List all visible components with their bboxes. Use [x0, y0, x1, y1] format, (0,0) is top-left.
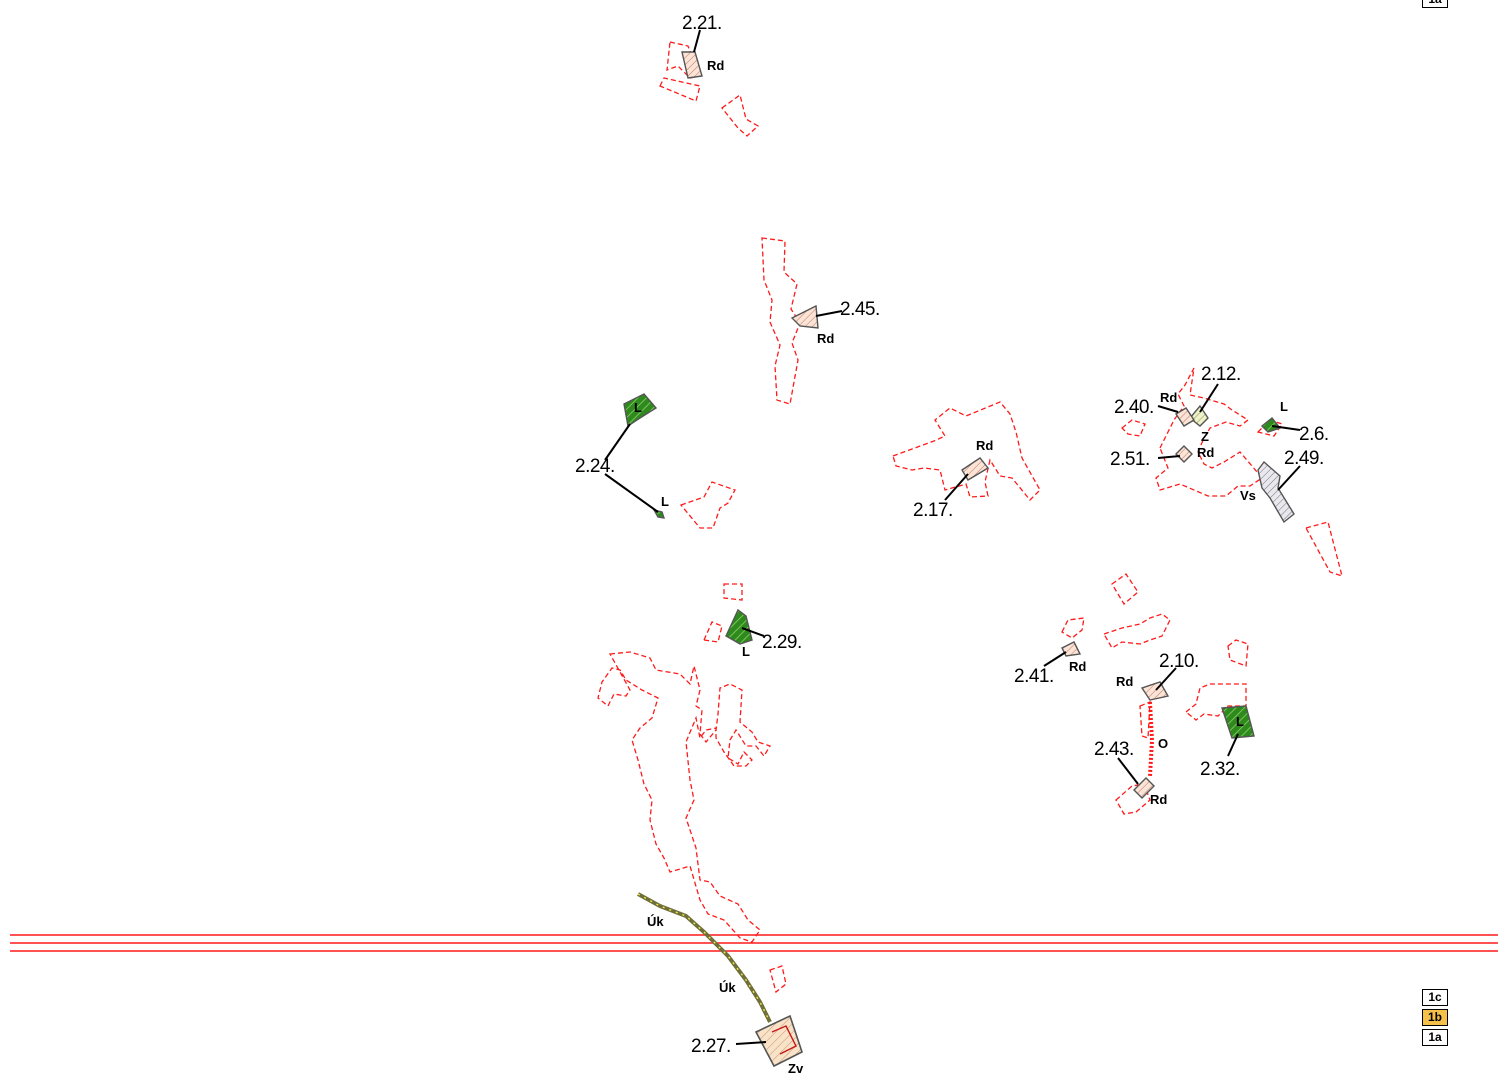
label-2-24: 2.24. [575, 456, 615, 477]
area-2-40 [1175, 407, 1195, 427]
label-2-12: 2.12. [1201, 364, 1241, 385]
area-2-21 [681, 51, 703, 79]
code-rd-2-21: Rd [707, 58, 724, 73]
label-2-10: 2.10. [1159, 651, 1199, 672]
boundary-2-17 [892, 401, 1041, 501]
boundary-2-12 [1155, 367, 1263, 497]
label-2-17: 2.17. [913, 500, 953, 521]
code-uk-a: Úk [647, 914, 664, 929]
boundary-2-24 [679, 481, 736, 529]
label-2-29: 2.29. [762, 632, 802, 653]
area-2-43 [1133, 777, 1155, 799]
area-2-32 [1221, 705, 1255, 739]
area-2-24 [623, 393, 658, 428]
label-2-40: 2.40. [1114, 397, 1154, 418]
area-numbers: 2.21. 2.45. 2.24. 2.17. 2.40. 2.12. 2.6.… [575, 13, 1329, 1057]
label-2-41: 2.41. [1014, 666, 1054, 687]
boundary-2-49-east [1305, 521, 1343, 577]
area-2-12 [1189, 404, 1209, 427]
sheet-1c-label: 1c [1428, 990, 1442, 1004]
linear-features [637, 701, 1155, 1023]
boundary-2-21-c [721, 93, 760, 137]
area-2-27-inner [771, 1025, 797, 1055]
code-z-2-12: Z [1201, 429, 1209, 444]
code-rd-2-41: Rd [1069, 659, 1086, 674]
code-o: O [1158, 736, 1168, 751]
boundary-2-41 [1061, 617, 1085, 639]
boundary-2-43 [1115, 783, 1151, 815]
boundary-2-29-b [703, 621, 723, 643]
label-2-6: 2.6. [1299, 424, 1329, 445]
label-2-45: 2.45. [840, 299, 880, 320]
boundary-2-21-b [659, 77, 701, 102]
label-2-51: 2.51. [1110, 449, 1150, 470]
area-2-51 [1175, 445, 1193, 463]
area-2-6 [1260, 417, 1282, 433]
leader-lines [604, 29, 1301, 1045]
boundary-east-a [1111, 573, 1139, 605]
boundary-2-29-a [723, 583, 743, 601]
boundary-2-45 [761, 237, 801, 405]
code-l-2-24-b: L [661, 494, 669, 509]
code-l-2-6: L [1280, 399, 1288, 414]
sheet-top-partial-label: 1a [1428, 0, 1441, 6]
boundary-2-27-town [597, 651, 771, 943]
label-2-43: 2.43. [1094, 739, 1134, 760]
code-l-2-29: L [742, 644, 750, 659]
area-2-45 [790, 304, 819, 329]
settlement-boundaries [597, 41, 1343, 994]
area-2-49 [1257, 460, 1295, 524]
code-rd-2-40: Rd [1160, 390, 1177, 405]
sheet-1a-button[interactable]: 1a [1422, 1029, 1448, 1046]
boundary-2-27-south [769, 965, 787, 994]
line-o [1148, 701, 1155, 777]
code-rd-2-51: Rd [1197, 445, 1214, 460]
code-rd-2-17: Rd [976, 438, 993, 453]
boundary-east-c [1227, 639, 1249, 667]
code-zv-2-27: Zv [788, 1061, 804, 1076]
code-rd-2-10: Rd [1116, 674, 1133, 689]
sheet-1b-label: 1b [1427, 1010, 1442, 1024]
sheet-1b-button[interactable]: 1b [1422, 1009, 1448, 1026]
label-2-21: 2.21. [682, 13, 722, 34]
sheet-1a-label: 1a [1428, 1030, 1442, 1044]
change-areas [623, 51, 1295, 1068]
railway-corridor [10, 934, 1498, 952]
sheet-top-partial[interactable]: 1a [1422, 0, 1448, 8]
sheet-index: 1c 1b 1a [1422, 989, 1448, 1047]
code-uk-b: Úk [719, 980, 736, 995]
boundary-2-12-small [1121, 419, 1146, 437]
code-l-2-32: L [1236, 714, 1244, 729]
boundary-east-b [1103, 613, 1171, 649]
label-2-27: 2.27. [691, 1036, 731, 1057]
sheet-1c-button[interactable]: 1c [1422, 989, 1448, 1006]
area-2-10 [1140, 681, 1170, 701]
road-uk-dots [637, 893, 771, 1023]
code-rd-2-45: Rd [817, 331, 834, 346]
area-2-27 [754, 1014, 803, 1068]
land-use-codes: Rd Rd L L Rd Rd Z L Rd Vs L Rd Rd O L Rd… [634, 58, 1288, 1076]
code-l-2-24-a: L [634, 400, 642, 415]
area-2-29 [725, 608, 753, 645]
code-vs-2-49: Vs [1240, 488, 1256, 503]
label-2-49: 2.49. [1284, 448, 1324, 469]
code-rd-2-43: Rd [1150, 792, 1167, 807]
label-2-32: 2.32. [1200, 759, 1240, 780]
